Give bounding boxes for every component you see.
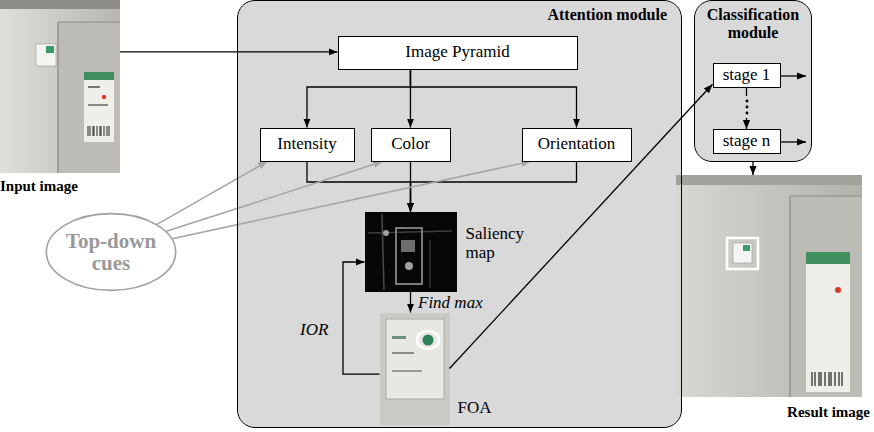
- saliency-map-picture: [396, 228, 422, 284]
- image-caption: Saliency map: [466, 224, 530, 263]
- cue-arrow: [166, 162, 382, 232]
- foa-picture: [386, 319, 444, 399]
- box-label: Color: [391, 135, 430, 154]
- box-label: Intensity: [277, 135, 337, 154]
- result-photo: [790, 196, 862, 397]
- saliency-map-picture: [383, 230, 389, 236]
- saliency-map-image: Saliency map: [365, 212, 457, 292]
- box-label: Image Pyramid: [405, 43, 509, 62]
- ellipse-outline: [46, 214, 175, 291]
- saliency-map-picture: [429, 240, 431, 288]
- foa-picture: [392, 352, 414, 354]
- result-photo: [743, 245, 750, 251]
- cue-ellipse: Top-down cues: [45, 212, 177, 292]
- image-caption: Result image: [787, 404, 870, 421]
- saliency-map-picture: [405, 262, 413, 270]
- saliency-map-picture: [365, 212, 457, 292]
- saliency-map-picture: [368, 231, 452, 233]
- result-photo: [789, 196, 790, 397]
- flow-arrow: [450, 84, 713, 368]
- module-fill: [238, 1, 681, 427]
- module-fill: [695, 1, 811, 161]
- stage-dots: [746, 112, 749, 115]
- stage-dots: [746, 100, 749, 103]
- box-label: stage n: [723, 132, 771, 151]
- ellipse-label: Top-down cues: [59, 230, 163, 274]
- stage-output-arrows: [781, 75, 806, 76]
- flow-arrow: [410, 70, 576, 128]
- input-photo: [0, 0, 120, 9]
- foa-picture: [417, 331, 439, 349]
- input-photo: [84, 72, 114, 80]
- result-photo: [676, 175, 862, 185]
- saliency-map-picture: [365, 212, 457, 292]
- result-photo: [676, 175, 862, 397]
- box-label: stage 1: [723, 66, 771, 85]
- result-photo: [806, 252, 850, 264]
- image-caption: FOA: [458, 399, 492, 418]
- result-photo: [835, 287, 841, 293]
- input-photo: [58, 22, 120, 173]
- module-box: Classification module stage 1 stage n: [694, 0, 812, 162]
- input-photo: [102, 95, 106, 99]
- module-box: Attention moduleImage PyramidIntensity Co…: [237, 0, 682, 428]
- result-photo: [806, 252, 850, 392]
- cue-arrow: [157, 162, 267, 225]
- flow-arrow: [410, 292, 411, 313]
- input-photo: [88, 104, 108, 106]
- input-photo: [58, 21, 120, 22]
- feedback-arrow: [343, 262, 380, 374]
- foa-picture: [392, 370, 422, 372]
- flow-arrow: [746, 88, 747, 129]
- stage-box: stage n: [713, 129, 781, 154]
- process-box: Orientation: [522, 128, 632, 162]
- input-photo: [57, 22, 58, 173]
- input-photo: [36, 44, 56, 66]
- input-image: Input image: [0, 0, 120, 173]
- result-photo: [790, 195, 862, 196]
- module-title: Attention module: [547, 6, 667, 24]
- input-photo: [88, 86, 100, 88]
- result-photo: [733, 243, 752, 263]
- process-box: Image Pyramid: [338, 36, 578, 70]
- result-photo: [676, 175, 862, 397]
- saliency-map-picture: [382, 214, 384, 290]
- stage-output-arrows: [781, 76, 806, 142]
- result-image: Result image: [676, 175, 862, 397]
- foa-picture: [380, 313, 450, 425]
- flow-arrow: [752, 162, 753, 175]
- image-caption: Input image: [0, 178, 78, 195]
- foa-picture: [392, 336, 406, 339]
- saliency-map-picture: [401, 240, 415, 252]
- input-photo: [0, 0, 120, 173]
- input-photo: [0, 0, 120, 173]
- process-box: Color: [371, 128, 451, 162]
- edge-label: IOR: [300, 320, 328, 340]
- input-photo: [88, 126, 109, 136]
- foa-picture: [380, 313, 450, 425]
- stage-dots: [746, 100, 749, 115]
- flow-arrow: [120, 51, 338, 52]
- stage-box: stage 1: [713, 63, 781, 88]
- foa-picture: [423, 335, 434, 346]
- stage-output-arrows: [781, 141, 806, 142]
- input-photo: [84, 72, 114, 142]
- input-photo: [46, 46, 54, 53]
- process-box: Intensity: [260, 128, 355, 162]
- module-title: Classification module: [697, 6, 809, 41]
- result-photo: [727, 238, 758, 269]
- foa-image: FOA: [380, 313, 450, 425]
- flow-arrow: [307, 70, 410, 128]
- edge-label: Find max: [418, 293, 483, 313]
- result-photo: [812, 372, 842, 386]
- stage-dots: [746, 106, 749, 109]
- box-label: Orientation: [538, 135, 615, 154]
